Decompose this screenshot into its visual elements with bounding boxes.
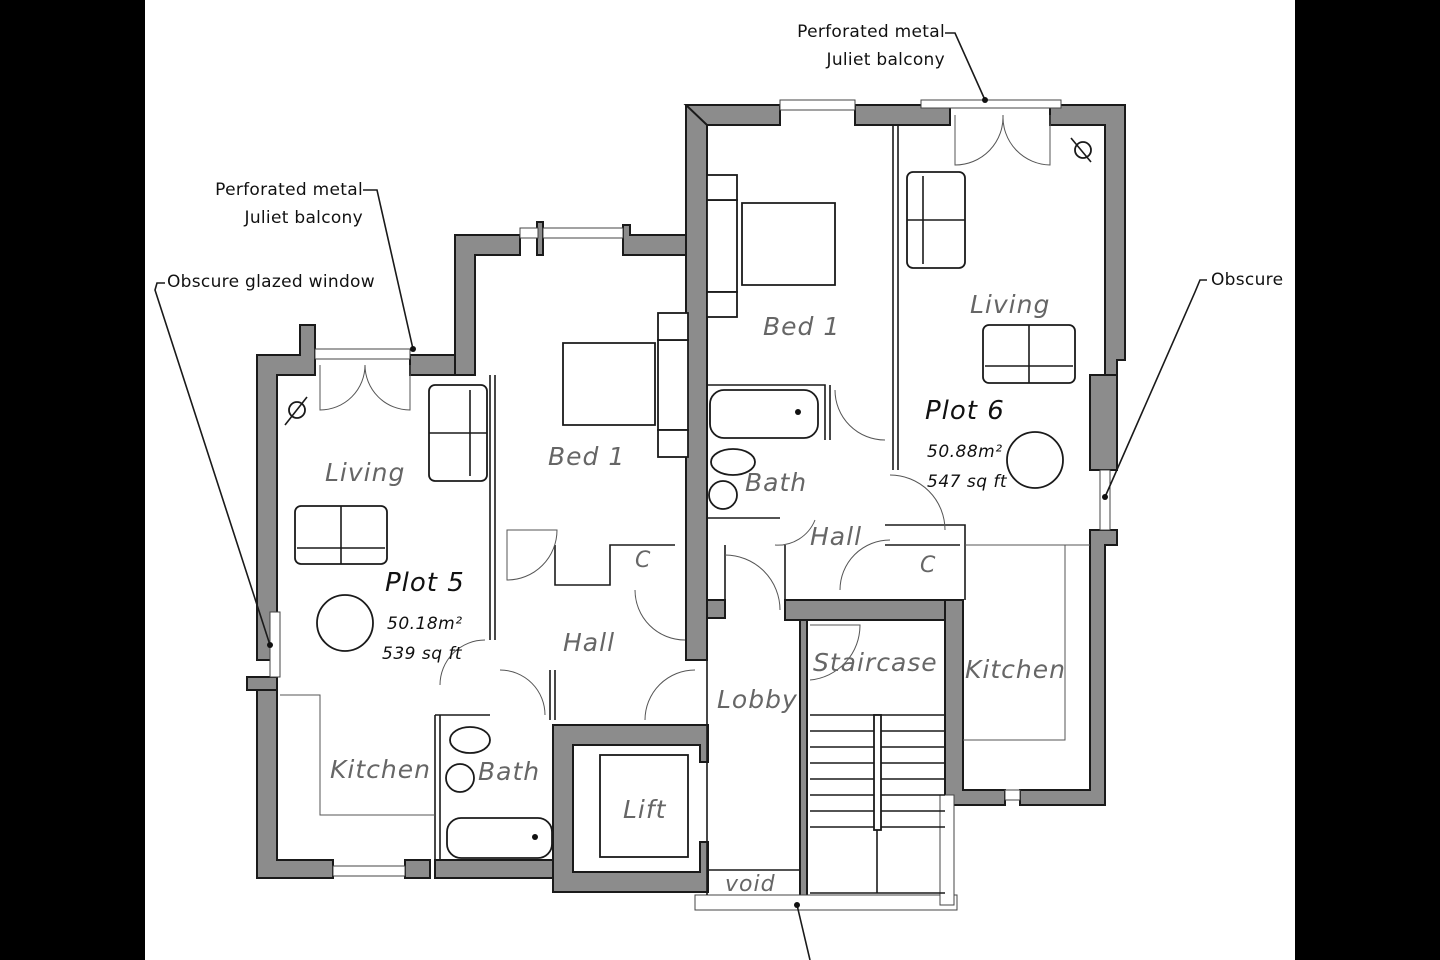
plot6-bed1-label: Bed 1 <box>763 312 841 341</box>
staircase-treads <box>810 714 945 894</box>
obscure-glazed-window-label: Obscure glazed window <box>167 272 375 292</box>
plot6-title: Plot 6 <box>925 396 1005 426</box>
plot5-cupboard-label: C <box>635 548 652 573</box>
lift-shaft <box>552 724 709 893</box>
plot6-area-m2: 50.88m² <box>927 442 1003 462</box>
plot6-living-label: Living <box>970 290 1051 319</box>
leader-lines <box>154 32 1207 960</box>
windows <box>269 99 1111 911</box>
plot5-area-m2: 50.18m² <box>387 614 463 634</box>
juliet-balcony-left-label-line1: Perforated metal <box>215 180 363 200</box>
plot5-walls <box>246 104 708 879</box>
furniture <box>284 137 1092 859</box>
plot5-area-sqft: 539 sq ft <box>382 644 463 664</box>
floor-plan-drawing <box>154 32 1207 960</box>
juliet-balcony-top-label-line2: Juliet balcony <box>826 50 945 70</box>
staircase-label: Staircase <box>813 648 938 677</box>
obscure-window-label-right: Obscure <box>1211 270 1284 290</box>
lift-label: Lift <box>623 795 667 824</box>
plot6-bath-label: Bath <box>745 468 808 497</box>
lobby-label: Lobby <box>717 685 798 714</box>
plot5-hall-label: Hall <box>563 628 616 657</box>
floor-plan-canvas: Perforated metal Juliet balcony Perforat… <box>145 0 1295 960</box>
doors <box>319 114 1051 721</box>
plot5-bath-label: Bath <box>478 757 541 786</box>
plot5-bed1-label: Bed 1 <box>548 442 626 471</box>
plot5-kitchen-label: Kitchen <box>330 755 431 784</box>
void-label: void <box>725 872 776 897</box>
plot5-title: Plot 5 <box>385 568 465 598</box>
plot6-area-sqft: 547 sq ft <box>927 472 1008 492</box>
plot5-living-label: Living <box>325 458 406 487</box>
plot6-cupboard-label: C <box>920 553 937 578</box>
plot6-kitchen-label: Kitchen <box>965 655 1066 684</box>
juliet-balcony-left-label-line2: Juliet balcony <box>244 208 363 228</box>
partitions <box>280 125 1090 895</box>
juliet-balcony-top-label-line1: Perforated metal <box>797 22 945 42</box>
plot6-hall-label: Hall <box>810 522 863 551</box>
